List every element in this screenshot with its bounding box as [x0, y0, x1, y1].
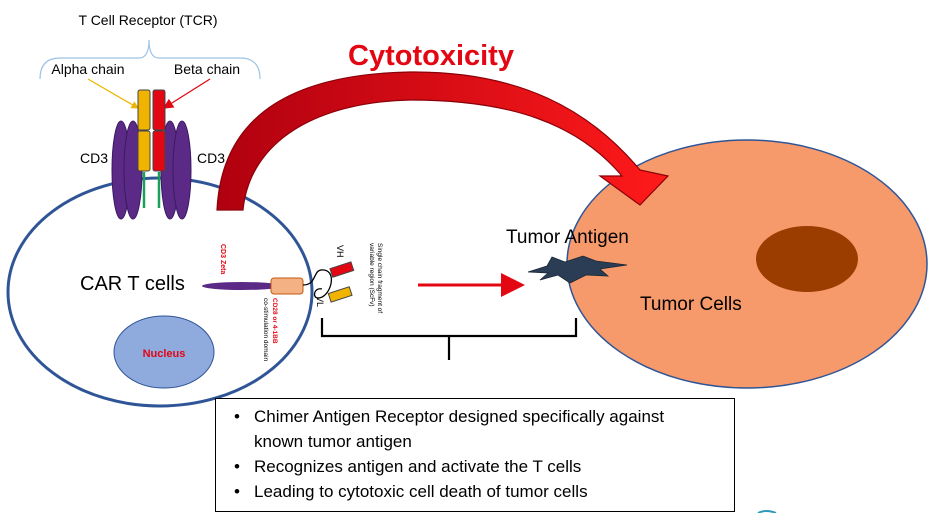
- vh-label: VH: [335, 245, 345, 258]
- car-brace: [320, 318, 578, 360]
- summary-bullet-1: Chimer Antigen Receptor designed specifi…: [224, 404, 726, 454]
- costim-domain: [270, 277, 304, 295]
- alpha-pointer: [87, 78, 140, 109]
- summary-bullet-3: Leading to cytotoxic cell death of tumor…: [224, 479, 726, 504]
- vh-domain: [329, 261, 355, 278]
- nucleus-label: Nucleus: [143, 348, 186, 360]
- tcr-bracket: [39, 39, 261, 80]
- cd3-left-label: CD3: [80, 150, 108, 166]
- hinge: [302, 269, 333, 299]
- summary-bullet-2-text: Recognizes antigen and activate the T ce…: [254, 457, 582, 476]
- scfv-label-line1: Single chain fragment of: [376, 243, 383, 313]
- tumor-cells-label: Tumor Cells: [640, 294, 742, 315]
- alpha-chain-lower: [137, 130, 151, 172]
- tumor-antigen-shape: [527, 255, 628, 284]
- car-t-cells-label: CAR T cells: [80, 273, 185, 295]
- beta-pointer: [162, 78, 211, 109]
- cd3-right-label: CD3: [197, 150, 225, 166]
- summary-bullet-2: Recognizes antigen and activate the T ce…: [224, 454, 726, 479]
- alpha-chain-upper: [137, 89, 151, 131]
- summary-bullet-3-text: Leading to cytotoxic cell death of tumor…: [254, 482, 588, 501]
- corner-decoration: [757, 510, 777, 513]
- cd3-zeta-domain: [202, 282, 282, 290]
- vl-domain: [327, 286, 353, 303]
- beta-chain-upper: [152, 89, 166, 131]
- tumor-nucleus: [756, 226, 858, 292]
- scfv-label-line2: variable region (ScFv): [368, 243, 375, 307]
- nucleus: [113, 315, 215, 389]
- cytotoxicity-arrow: [216, 71, 670, 211]
- alpha-chain-label: Alpha chain: [51, 61, 124, 77]
- summary-bullet-1-line1: Chimer Antigen Receptor designed specifi…: [254, 407, 665, 426]
- cytotoxicity-label: Cytotoxicity: [348, 40, 514, 72]
- tcr-title: T Cell Receptor (TCR): [79, 12, 218, 28]
- costim-red-label: CD28 or 4-1BB: [271, 298, 278, 344]
- vl-label: VL: [315, 296, 325, 307]
- summary-bullet-1-line2: known tumor antigen: [254, 432, 412, 451]
- cd3-right-outer: [172, 120, 192, 220]
- summary-list: Chimer Antigen Receptor designed specifi…: [224, 404, 726, 504]
- cd3-zeta-label: CD3 Zeta: [219, 244, 226, 274]
- summary-box: Chimer Antigen Receptor designed specifi…: [215, 398, 735, 512]
- costim-black-label: co-stimulation domain: [262, 298, 269, 362]
- beta-chain-label: Beta chain: [174, 61, 240, 77]
- tumor-antigen-label: Tumor Antigen: [506, 227, 629, 248]
- beta-chain-lower: [152, 130, 166, 172]
